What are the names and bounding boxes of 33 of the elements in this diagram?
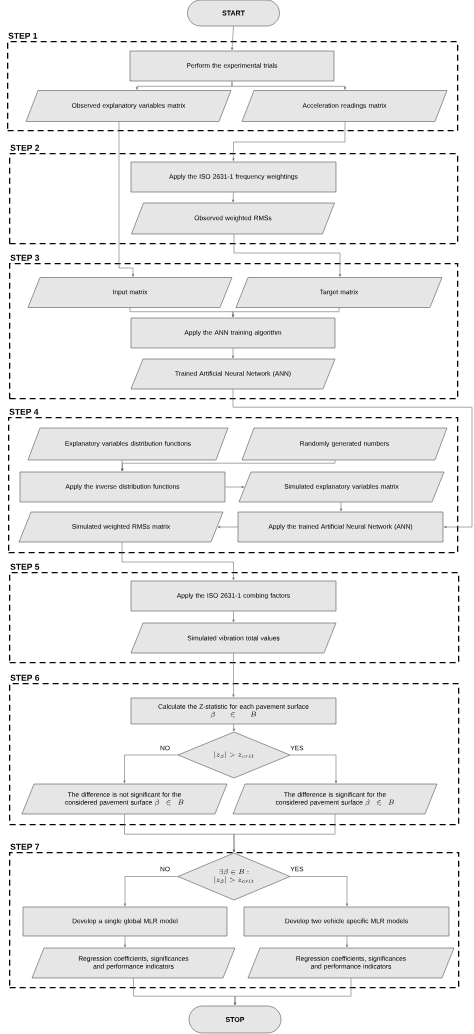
- arrow: [121, 459, 336, 472]
- arrow: [289, 876, 349, 907]
- arrow: [231, 348, 235, 359]
- arrow: [232, 121, 346, 162]
- arrow: [231, 26, 234, 51]
- arrow: [232, 192, 235, 203]
- node-label: STEP 4: [9, 408, 39, 415]
- node-label: STEP 1: [8, 32, 38, 39]
- arrow: [232, 388, 473, 529]
- arrow: [123, 936, 127, 948]
- node-label: STEP 2: [10, 144, 40, 151]
- node-label: STEP 5: [10, 563, 40, 570]
- arrow: [118, 121, 135, 277]
- arrow: [339, 501, 343, 512]
- arrow: [232, 652, 235, 698]
- arrow: [123, 754, 179, 784]
- node-label: STEP 7: [10, 843, 40, 850]
- arrow: [225, 485, 245, 489]
- arrow: [232, 724, 235, 732]
- arrow: [231, 81, 347, 90]
- arrow: [232, 611, 235, 623]
- arrow: [233, 977, 352, 1006]
- arrow: [217, 525, 238, 529]
- arrow: [231, 307, 340, 318]
- arrow: [345, 936, 349, 948]
- arrow: [233, 233, 342, 277]
- arrow: [232, 813, 336, 853]
- arrow: [121, 541, 235, 581]
- arrow: [289, 754, 338, 784]
- arrow: [123, 876, 179, 907]
- node-label: STEP 6: [10, 674, 40, 681]
- arrow: [120, 459, 124, 472]
- node-label: STEP 3: [10, 254, 40, 261]
